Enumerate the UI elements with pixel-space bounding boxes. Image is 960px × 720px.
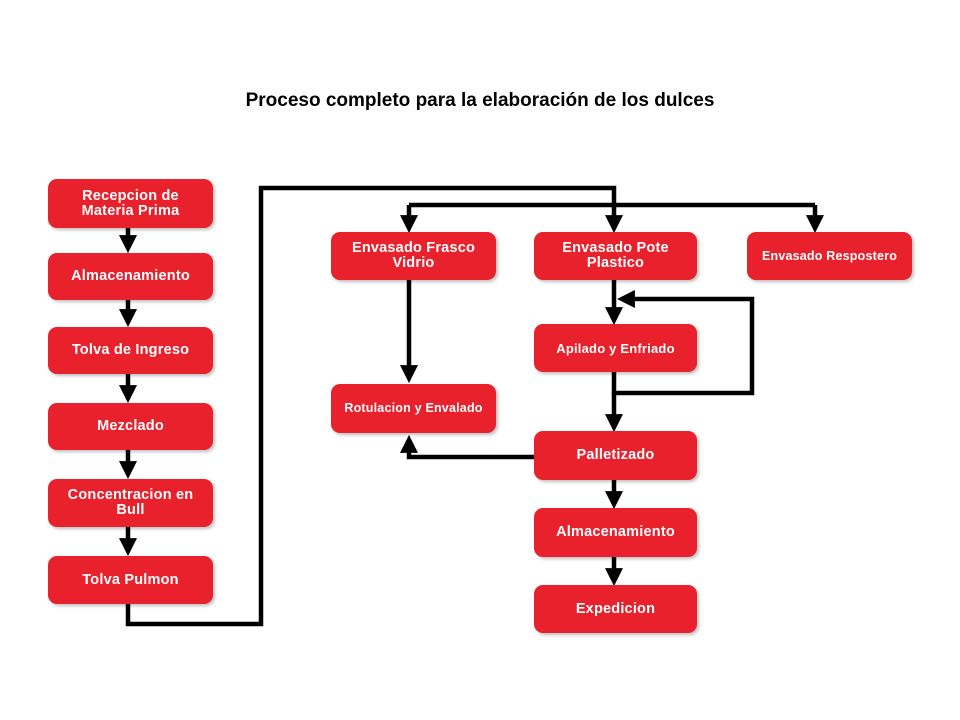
step-tolva-pulmon: Tolva Pulmon: [48, 556, 213, 604]
step-almacenamiento: Almacenamiento: [48, 253, 213, 300]
step-expedicion: Expedicion: [534, 585, 697, 633]
step-tolva-de-ingreso: Tolva de Ingreso: [48, 327, 213, 374]
step-envasado-frasco-vidrio: Envasado Frasco Vidrio: [331, 232, 496, 280]
diagram-title: Proceso completo para la elaboración de …: [245, 90, 715, 111]
step-almacenamiento-final: Almacenamiento: [534, 508, 697, 557]
step-concentracion-en-bull: Concentracion en Bull: [48, 479, 213, 527]
step-envasado-pote-plastico: Envasado Pote Plastico: [534, 232, 697, 280]
step-mezclado: Mezclado: [48, 403, 213, 450]
step-recepcion-materia-prima: Recepcion de Materia Prima: [48, 179, 213, 228]
step-rotulacion-y-envalado: Rotulacion y Envalado: [331, 384, 496, 433]
step-apilado-y-enfriado: Apilado y Enfriado: [534, 324, 697, 372]
step-palletizado: Palletizado: [534, 431, 697, 480]
line-palletizado-to-rotulacion: [400, 434, 534, 460]
line-apilado-recirculation-loop: [611, 290, 755, 396]
step-envasado-respostero: Envasado Respostero: [747, 232, 912, 280]
line-tolva-pulmon-to-packaging: [125, 185, 623, 627]
